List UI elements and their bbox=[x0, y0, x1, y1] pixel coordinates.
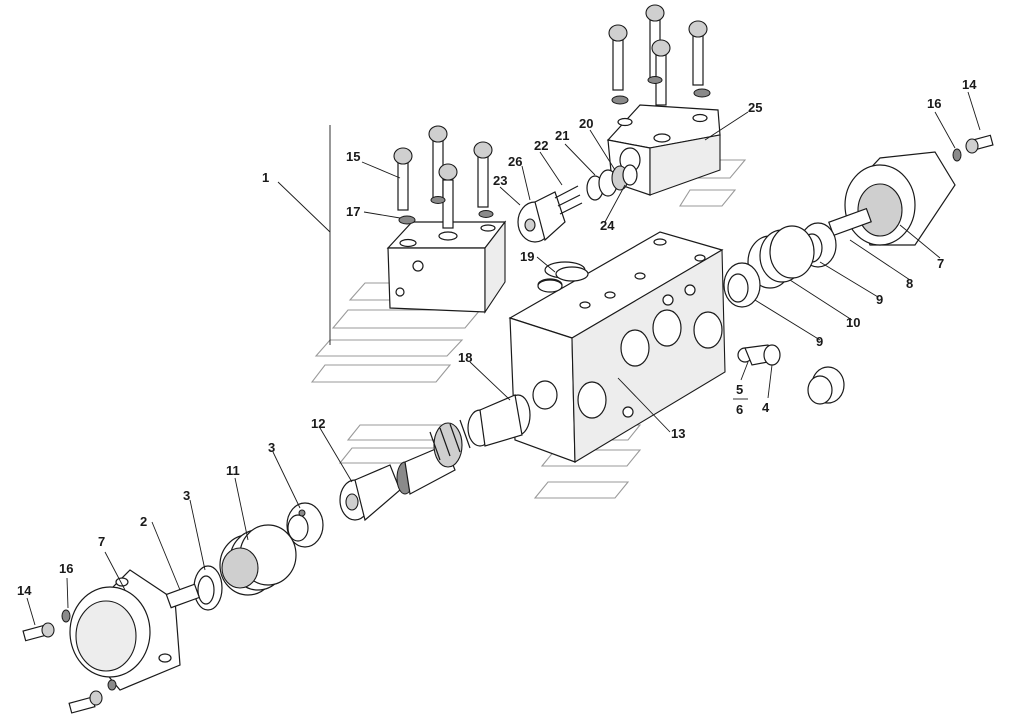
callout-3-lower: 3 bbox=[183, 488, 190, 503]
callout-17: 17 bbox=[346, 204, 360, 219]
end-plug bbox=[807, 366, 845, 405]
small-spool-assembly bbox=[517, 164, 638, 243]
callout-20: 20 bbox=[579, 116, 593, 131]
callout-8: 8 bbox=[906, 276, 913, 291]
callout-12: 12 bbox=[311, 416, 325, 431]
left-bolts-14 bbox=[22, 609, 117, 714]
main-spool bbox=[339, 394, 531, 522]
callout-25: 25 bbox=[748, 100, 762, 115]
callout-16-left: 16 bbox=[59, 561, 73, 576]
bolt-group-15 bbox=[393, 125, 494, 229]
o-ring-19 bbox=[537, 266, 589, 293]
callout-9-upper: 9 bbox=[876, 292, 883, 307]
callout-2: 2 bbox=[140, 514, 147, 529]
bolt-group-25 bbox=[608, 4, 711, 106]
callout-9-lower: 9 bbox=[816, 334, 823, 349]
right-cap-7 bbox=[828, 151, 956, 246]
callout-5: 5 bbox=[736, 382, 743, 397]
callout-26: 26 bbox=[508, 154, 522, 169]
callout-21: 21 bbox=[555, 128, 569, 143]
main-body-13 bbox=[508, 231, 726, 463]
callout-15: 15 bbox=[346, 149, 360, 164]
callout-7-right: 7 bbox=[937, 256, 944, 271]
seat-ring-3-lower bbox=[193, 565, 223, 611]
leader-lines bbox=[26, 91, 981, 626]
callout-7-left: 7 bbox=[98, 534, 105, 549]
callout-22: 22 bbox=[534, 138, 548, 153]
callout-3-upper: 3 bbox=[268, 440, 275, 455]
callout-4: 4 bbox=[762, 400, 770, 415]
callout-14-left: 14 bbox=[17, 583, 32, 598]
callout-19: 19 bbox=[520, 249, 534, 264]
seat-ring-3-upper bbox=[286, 502, 324, 548]
callout-11: 11 bbox=[226, 463, 240, 478]
plug-4-5-6 bbox=[737, 344, 781, 366]
callout-16-right: 16 bbox=[927, 96, 941, 111]
right-bolt-14 bbox=[952, 134, 994, 162]
spring-11 bbox=[219, 524, 297, 596]
callout-18: 18 bbox=[458, 350, 472, 365]
callout-23: 23 bbox=[493, 173, 507, 188]
spring-10-and-rings-9 bbox=[723, 222, 837, 308]
callout-10: 10 bbox=[846, 315, 860, 330]
callout-13: 13 bbox=[671, 426, 685, 441]
callout-1: 1 bbox=[262, 170, 269, 185]
callout-6: 6 bbox=[736, 402, 743, 417]
upper-cover-block bbox=[386, 220, 507, 314]
callout-24: 24 bbox=[600, 218, 615, 233]
callout-labels: 1 2 3 3 4 5 6 7 7 8 9 9 10 11 12 13 14 1… bbox=[17, 77, 977, 598]
callout-14-right: 14 bbox=[962, 77, 977, 92]
left-cap-7 bbox=[69, 569, 201, 691]
